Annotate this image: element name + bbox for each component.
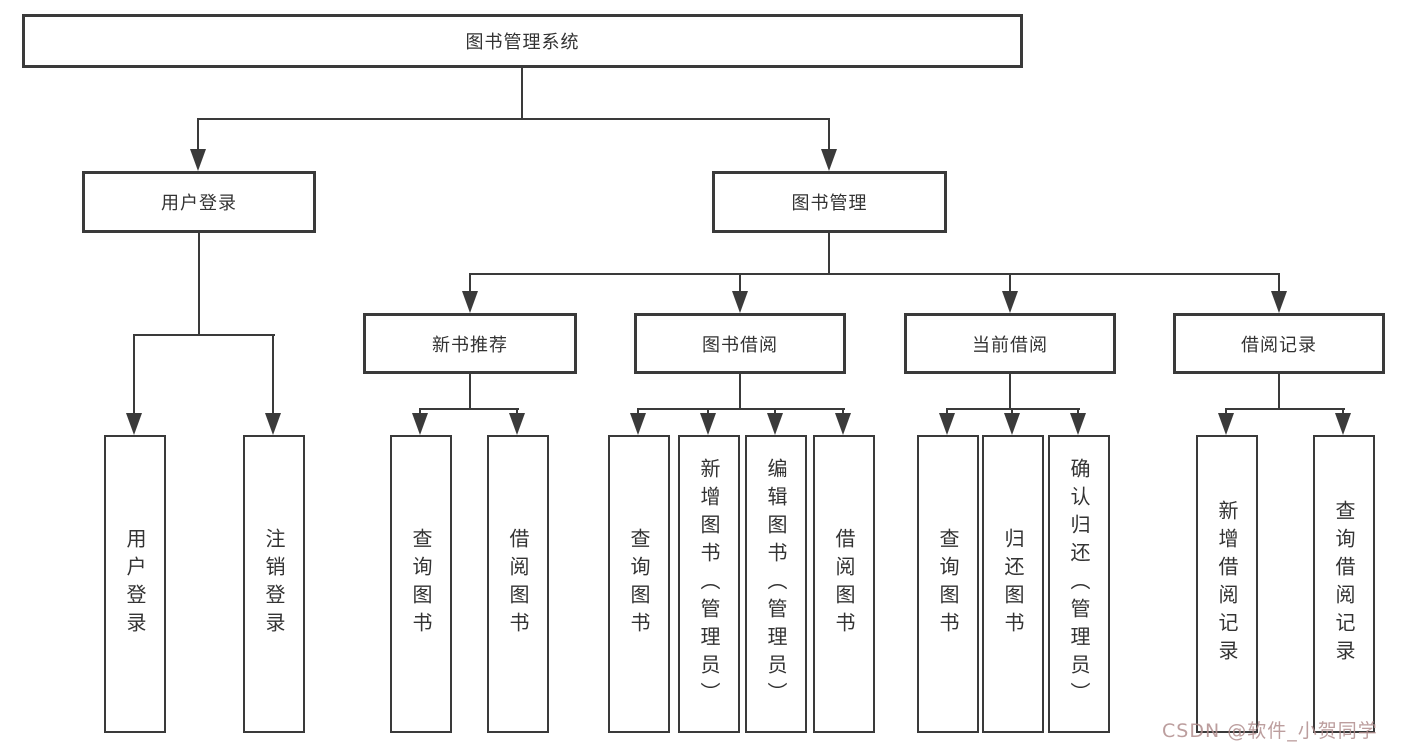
connector-line	[469, 273, 1280, 275]
leaf-query-books-recommend: 查询图书	[390, 435, 452, 733]
connector-line	[946, 408, 948, 415]
leaf-label: 新增借阅记录	[1215, 500, 1239, 668]
connector-line	[637, 408, 639, 415]
arrow-down-icon	[412, 413, 428, 435]
connector-line	[1342, 408, 1344, 415]
connector-line	[133, 334, 135, 415]
connector-line	[828, 232, 830, 274]
connector-line	[828, 118, 830, 152]
connector-line	[469, 373, 471, 409]
arrow-down-icon	[1218, 413, 1234, 435]
connector-line	[133, 334, 275, 336]
leaf-label: 查询借阅记录	[1332, 500, 1356, 668]
arrow-down-icon	[1002, 291, 1018, 313]
connector-line	[739, 273, 741, 293]
connector-line	[1225, 408, 1227, 415]
leaf-return-book: 归还图书	[982, 435, 1044, 733]
leaf-add-book-admin: 新增图书（管理员）	[678, 435, 740, 733]
arrow-down-icon	[630, 413, 646, 435]
leaf-label: 查询图书	[409, 528, 433, 640]
connector-line	[198, 232, 200, 335]
node-borrow-records: 借阅记录	[1173, 313, 1385, 374]
leaf-label: 编辑图书（管理员）	[764, 458, 788, 710]
node-root: 图书管理系统	[22, 14, 1023, 68]
connector-line	[197, 118, 199, 152]
connector-line	[521, 66, 523, 119]
leaf-borrow-books-recommend: 借阅图书	[487, 435, 549, 733]
leaf-logout: 注销登录	[243, 435, 305, 733]
arrow-down-icon	[265, 413, 281, 435]
leaf-query-books-current: 查询图书	[917, 435, 979, 733]
connector-line	[774, 408, 776, 415]
connector-line	[739, 373, 741, 409]
watermark: CSDN @软件_小贺同学	[1162, 720, 1378, 742]
leaf-label: 借阅图书	[506, 528, 530, 640]
connector-line	[1278, 273, 1280, 293]
leaf-add-borrow-record: 新增借阅记录	[1196, 435, 1258, 733]
leaf-query-borrow-record: 查询借阅记录	[1313, 435, 1375, 733]
arrow-down-icon	[821, 149, 837, 171]
leaf-label: 用户登录	[123, 528, 147, 640]
arrow-down-icon	[732, 291, 748, 313]
arrow-down-icon	[509, 413, 525, 435]
leaf-query-books-borrow: 查询图书	[608, 435, 670, 733]
leaf-label: 注销登录	[262, 528, 286, 640]
arrow-down-icon	[1271, 291, 1287, 313]
connector-line	[707, 408, 709, 415]
node-new-book-recommend: 新书推荐	[363, 313, 577, 374]
leaf-label: 查询图书	[936, 528, 960, 640]
leaf-label: 查询图书	[627, 528, 651, 640]
arrow-down-icon	[126, 413, 142, 435]
arrow-down-icon	[939, 413, 955, 435]
connector-line	[637, 408, 845, 410]
connector-line	[1009, 273, 1011, 293]
leaf-label: 新增图书（管理员）	[697, 458, 721, 710]
arrow-down-icon	[835, 413, 851, 435]
leaf-label: 借阅图书	[832, 528, 856, 640]
leaf-edit-book-admin: 编辑图书（管理员）	[745, 435, 807, 733]
node-user-login: 用户登录	[82, 171, 316, 233]
connector-line	[516, 408, 518, 415]
connector-line	[1011, 408, 1013, 415]
node-book-management: 图书管理	[712, 171, 947, 233]
connector-line	[1077, 408, 1079, 415]
node-book-borrow: 图书借阅	[634, 313, 846, 374]
connector-line	[197, 118, 830, 120]
arrow-down-icon	[767, 413, 783, 435]
node-current-borrow: 当前借阅	[904, 313, 1116, 374]
connector-line	[842, 408, 844, 415]
leaf-confirm-return-admin: 确认归还（管理员）	[1048, 435, 1110, 733]
leaf-user-login: 用户登录	[104, 435, 166, 733]
leaf-borrow-books-borrow: 借阅图书	[813, 435, 875, 733]
connector-line	[946, 408, 1080, 410]
leaf-label: 确认归还（管理员）	[1067, 458, 1091, 710]
leaf-label: 归还图书	[1001, 528, 1025, 640]
connector-line	[1278, 373, 1280, 409]
connector-line	[1009, 373, 1011, 409]
connector-line	[469, 273, 471, 293]
connector-line	[419, 408, 519, 410]
arrow-down-icon	[190, 149, 206, 171]
arrow-down-icon	[1004, 413, 1020, 435]
connector-line	[1225, 408, 1345, 410]
connector-line	[419, 408, 421, 415]
arrow-down-icon	[1070, 413, 1086, 435]
arrow-down-icon	[1335, 413, 1351, 435]
arrow-down-icon	[462, 291, 478, 313]
arrow-down-icon	[700, 413, 716, 435]
connector-line	[272, 334, 274, 415]
